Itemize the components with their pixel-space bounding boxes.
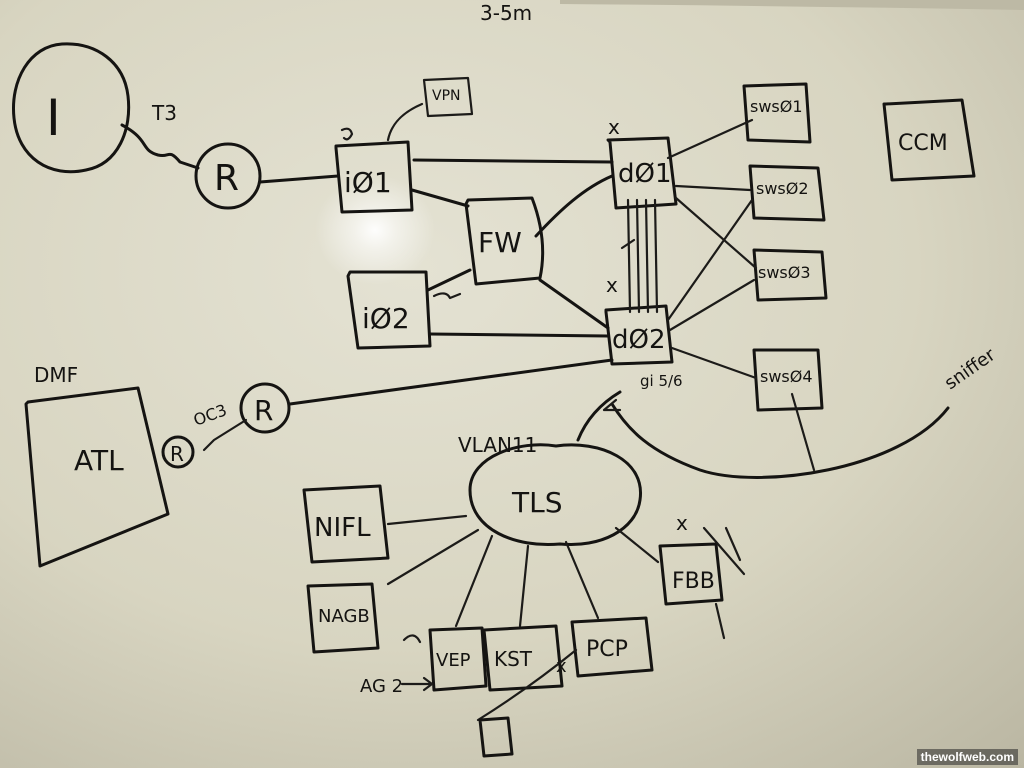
node-ccm: CCM	[882, 98, 976, 182]
link-i02-d02	[428, 332, 610, 338]
router-mid-label: R	[254, 394, 273, 427]
link-d02-sws04	[670, 346, 758, 380]
link-d02-sws03	[668, 278, 756, 332]
link-tls-vep	[454, 534, 494, 628]
dmf-label: DMF	[34, 363, 78, 387]
node-ccm-label: CCM	[898, 131, 948, 156]
node-atl-label: ATL	[74, 444, 124, 477]
mark-kst-x: x	[556, 656, 567, 677]
fbb-tail	[714, 602, 726, 640]
node-d01: dØ1	[606, 136, 678, 210]
node-i01: iØ1	[334, 140, 414, 214]
router-mid: R	[239, 382, 291, 434]
switch-sws04-label: swsØ4	[760, 367, 813, 386]
router-top: R	[194, 142, 262, 210]
t3-link	[120, 123, 200, 170]
link-tls-d02	[576, 390, 622, 442]
link-d01-sws01	[666, 118, 754, 160]
router-small-label: R	[170, 442, 184, 466]
site-pcp: PCP	[570, 616, 654, 678]
board-top-edge	[560, 0, 1024, 10]
trunk-d01-d02	[620, 198, 659, 314]
sws04-arrow	[790, 392, 816, 472]
link-tls-nagb	[386, 528, 480, 586]
link-tls-pcp	[564, 540, 600, 620]
mark-d02-x: x	[606, 273, 618, 297]
switch-sws03: swsØ3	[752, 248, 828, 302]
node-i02: iØ2	[346, 270, 432, 350]
gi-label: gi 5/6	[640, 372, 683, 390]
node-i01-label: iØ1	[344, 166, 392, 199]
site-nagb-label: NAGB	[318, 606, 370, 627]
tls-cloud-label: TLS	[511, 486, 562, 519]
link-i02-fw	[426, 268, 472, 292]
i02-stub-mark	[432, 292, 462, 300]
i01-stub-mark	[340, 127, 354, 141]
site-nifl: NIFL	[302, 484, 390, 564]
ag-arrow	[400, 676, 434, 692]
link-tls-nifl	[386, 514, 468, 526]
link-tls-kst	[518, 544, 530, 628]
sniffer-link	[610, 402, 950, 479]
t3-label: T3	[151, 101, 177, 125]
site-vep-label: VEP	[436, 650, 471, 671]
link-d01-sws02	[674, 184, 752, 192]
site-nagb: NAGB	[306, 582, 380, 654]
mark-fbb-x: x	[676, 511, 688, 535]
bottom-box	[478, 716, 514, 758]
site-fbb-label: FBB	[672, 569, 715, 594]
link-router-mid-d02	[288, 358, 614, 406]
link-d01-sws03	[674, 196, 758, 270]
link-i01-fw	[410, 188, 470, 208]
mark-d01-x: x	[608, 115, 620, 139]
link-router-i01	[258, 174, 340, 184]
link-router-mid-small	[202, 418, 248, 452]
flash-glare	[315, 175, 435, 285]
site-nifl-label: NIFL	[314, 513, 371, 543]
router-top-label: R	[214, 158, 239, 199]
node-vpn: VPN	[422, 76, 474, 118]
vpn-stub	[386, 102, 424, 142]
switch-sws03-label: swsØ3	[758, 263, 811, 282]
internet-label: I	[46, 89, 61, 147]
site-vep: VEP	[428, 626, 488, 692]
link-tls-fbb	[614, 526, 660, 564]
site-pcp-label: PCP	[586, 637, 628, 662]
node-atl: ATL	[24, 386, 170, 568]
node-fw: FW	[464, 196, 545, 286]
board-title: 3-5m	[480, 1, 532, 25]
router-small: R	[161, 435, 195, 469]
node-i02-label: iØ2	[362, 302, 410, 335]
internet-cloud: I	[11, 42, 131, 174]
site-fbb: FBB	[658, 542, 724, 606]
node-d01-label: dØ1	[618, 159, 672, 189]
ag-label: AG 2	[360, 676, 403, 697]
switch-sws01-label: swsØ1	[750, 97, 803, 116]
link-fw-d02	[538, 278, 610, 330]
node-d02: dØ2	[604, 304, 674, 366]
site-kst-label: KST	[494, 647, 533, 671]
link-fw-d01	[534, 174, 614, 238]
watermark: thewolfweb.com	[916, 749, 1018, 765]
fbb-cross-mark	[702, 526, 746, 576]
site-kst: KST	[482, 624, 564, 692]
vep-squiggle	[402, 634, 422, 644]
sniffer-arrow	[602, 398, 622, 412]
link-i01-d01	[412, 158, 614, 164]
tls-cloud: TLS	[468, 443, 642, 547]
switch-sws04: swsØ4	[752, 348, 824, 412]
kst-strike	[476, 648, 578, 722]
node-d02-label: dØ2	[612, 325, 666, 355]
node-fw-label: FW	[478, 226, 522, 259]
node-vpn-label: VPN	[432, 88, 461, 104]
link-d02-sws02	[666, 198, 754, 322]
switch-sws02-label: swsØ2	[756, 179, 809, 198]
